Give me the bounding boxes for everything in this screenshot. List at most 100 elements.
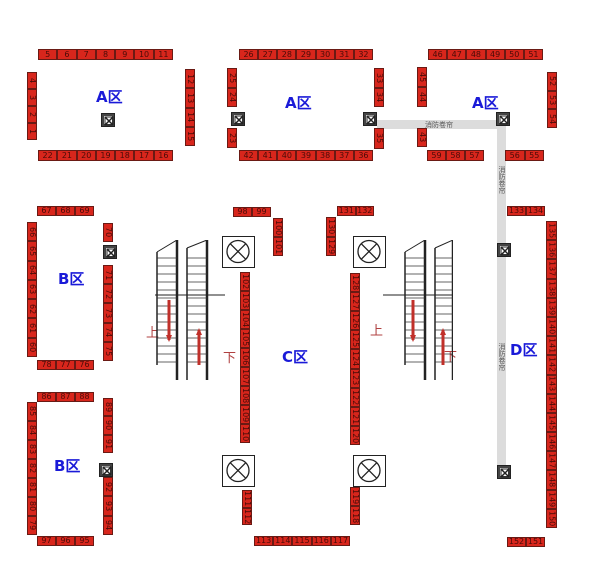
stall-56[interactable]: 56 [505, 150, 525, 161]
stall-92[interactable]: 92 [103, 477, 113, 497]
stall-29[interactable]: 29 [296, 49, 316, 60]
stall-122[interactable]: 122 [350, 387, 360, 407]
stall-102[interactable]: 102 [240, 272, 250, 291]
stall-60[interactable]: 60 [27, 337, 37, 357]
stall-24[interactable]: 24 [227, 87, 237, 107]
stall-143[interactable]: 143 [546, 374, 557, 394]
stall-103[interactable]: 103 [240, 291, 250, 310]
stall-152[interactable]: 152 [507, 537, 526, 547]
stall-100[interactable]: 100 [273, 218, 283, 237]
stall-2[interactable]: 2 [27, 106, 37, 123]
stall-27[interactable]: 27 [258, 49, 278, 60]
stall-106[interactable]: 106 [240, 348, 250, 367]
stall-72[interactable]: 72 [103, 284, 113, 304]
stall-54[interactable]: 54 [547, 109, 557, 129]
stall-138[interactable]: 138 [546, 278, 557, 298]
stall-94[interactable]: 94 [103, 515, 113, 535]
stall-49[interactable]: 49 [485, 49, 505, 60]
stall-50[interactable]: 50 [504, 49, 524, 60]
stall-140[interactable]: 140 [546, 316, 557, 337]
stall-123[interactable]: 123 [350, 368, 360, 388]
stall-131[interactable]: 131 [337, 206, 356, 216]
stall-137[interactable]: 137 [546, 259, 557, 279]
stall-105[interactable]: 105 [240, 329, 250, 348]
stall-14[interactable]: 14 [185, 107, 195, 127]
stall-42[interactable]: 42 [239, 150, 259, 161]
stall-77[interactable]: 77 [56, 360, 75, 370]
stall-120[interactable]: 120 [350, 425, 360, 445]
stall-51[interactable]: 51 [523, 49, 544, 60]
stall-9[interactable]: 9 [115, 49, 135, 60]
stall-87[interactable]: 87 [56, 392, 75, 402]
stall-41[interactable]: 41 [258, 150, 278, 161]
stall-119[interactable]: 119 [350, 487, 360, 506]
stall-86[interactable]: 86 [37, 392, 56, 402]
stall-144[interactable]: 144 [546, 393, 557, 413]
stall-5[interactable]: 5 [38, 49, 58, 60]
stall-39[interactable]: 39 [296, 150, 316, 161]
stall-36[interactable]: 36 [353, 150, 373, 161]
stall-96[interactable]: 96 [56, 536, 75, 546]
stall-66[interactable]: 66 [27, 222, 37, 242]
stall-69[interactable]: 69 [75, 206, 94, 216]
stall-85[interactable]: 85 [27, 402, 37, 421]
stall-104[interactable]: 104 [240, 310, 250, 329]
stall-43[interactable]: 43 [417, 128, 427, 147]
stall-110[interactable]: 110 [240, 424, 250, 443]
stall-93[interactable]: 93 [103, 496, 113, 516]
stall-18[interactable]: 18 [115, 150, 135, 161]
stall-53[interactable]: 53 [547, 90, 557, 110]
stall-58[interactable]: 58 [446, 150, 465, 161]
stall-37[interactable]: 37 [334, 150, 354, 161]
stall-47[interactable]: 47 [447, 49, 467, 60]
stall-129[interactable]: 129 [326, 236, 336, 256]
stall-82[interactable]: 82 [27, 459, 37, 478]
stall-59[interactable]: 59 [427, 150, 446, 161]
stall-147[interactable]: 147 [546, 451, 557, 471]
stall-26[interactable]: 26 [239, 49, 259, 60]
stall-61[interactable]: 61 [27, 318, 37, 338]
stall-81[interactable]: 81 [27, 478, 37, 497]
stall-78[interactable]: 78 [37, 360, 56, 370]
stall-90[interactable]: 90 [103, 416, 113, 435]
stall-71[interactable]: 71 [103, 265, 113, 285]
stall-121[interactable]: 121 [350, 406, 360, 426]
stall-30[interactable]: 30 [315, 49, 335, 60]
stall-22[interactable]: 22 [38, 150, 58, 161]
stall-65[interactable]: 65 [27, 241, 37, 261]
stall-76[interactable]: 76 [75, 360, 94, 370]
stall-44[interactable]: 44 [417, 87, 427, 107]
stall-141[interactable]: 141 [546, 336, 557, 356]
stall-15[interactable]: 15 [185, 126, 195, 146]
stall-64[interactable]: 64 [27, 260, 37, 280]
stall-132[interactable]: 132 [355, 206, 374, 216]
stall-52[interactable]: 52 [547, 72, 557, 91]
stall-80[interactable]: 80 [27, 497, 37, 516]
stall-31[interactable]: 31 [334, 49, 354, 60]
stall-23[interactable]: 23 [227, 128, 237, 148]
stall-12[interactable]: 12 [185, 69, 195, 89]
stall-8[interactable]: 8 [95, 49, 116, 60]
stall-149[interactable]: 149 [546, 489, 557, 509]
stall-112[interactable]: 112 [242, 507, 252, 525]
stall-13[interactable]: 13 [185, 88, 195, 108]
stall-111[interactable]: 111 [242, 490, 252, 508]
stall-95[interactable]: 95 [75, 536, 94, 546]
stall-70[interactable]: 70 [103, 223, 113, 242]
stall-25[interactable]: 25 [227, 68, 237, 88]
stall-75[interactable]: 75 [103, 341, 113, 362]
stall-16[interactable]: 16 [153, 150, 173, 161]
stall-135[interactable]: 135 [546, 221, 557, 241]
stall-91[interactable]: 91 [103, 434, 113, 453]
stall-124[interactable]: 124 [350, 349, 360, 369]
stall-46[interactable]: 46 [428, 49, 448, 60]
stall-28[interactable]: 28 [277, 49, 297, 60]
stall-57[interactable]: 57 [465, 150, 484, 161]
stall-74[interactable]: 74 [103, 322, 113, 342]
stall-108[interactable]: 108 [240, 386, 250, 405]
stall-6[interactable]: 6 [57, 49, 77, 60]
stall-117[interactable]: 117 [330, 536, 351, 546]
stall-148[interactable]: 148 [546, 470, 557, 490]
stall-33[interactable]: 33 [374, 68, 384, 88]
stall-116[interactable]: 116 [311, 536, 331, 546]
